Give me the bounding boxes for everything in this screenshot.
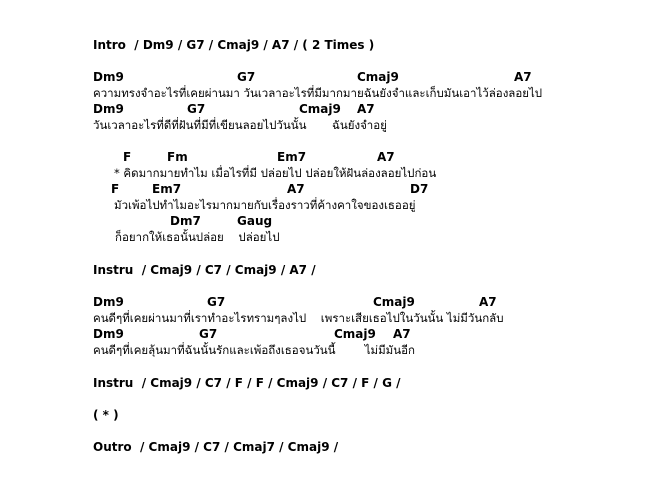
chord: G7	[187, 102, 206, 116]
chord: A7	[287, 182, 305, 196]
verse2-lyric-2: คนดีๆที่เคยลุ้นมาที่ฉันนั้นรักและเพ้อถึง…	[93, 343, 415, 357]
chord: A7	[479, 295, 497, 309]
outro-line: Outro / Cmaj9 / C7 / Cmaj7 / Cmaj9 /	[93, 440, 339, 454]
chord: Dm9	[93, 327, 124, 341]
chord: Dm9	[93, 102, 124, 116]
verse1-chords-2: Dm9 G7 Cmaj9 A7	[0, 102, 670, 116]
chorus-lyric-3: ก็อยากให้เธอนั้นปล่อย ปล่อยไป	[115, 230, 280, 244]
chord: Em7	[152, 182, 182, 196]
chord: A7	[357, 102, 375, 116]
chord: A7	[377, 150, 395, 164]
verse1-lyric-1: ความทรงจำอะไรที่เคยผ่านมา วันเวลาอะไรที่…	[93, 86, 543, 100]
chord: F	[111, 182, 120, 196]
chorus-chords-3: Dm7 Gaug	[0, 214, 670, 228]
chord: F	[123, 150, 132, 164]
chord: G7	[199, 327, 218, 341]
chorus-chords-2: F Em7 A7 D7	[0, 182, 670, 196]
chord: Gaug	[237, 214, 273, 228]
chord: Dm9	[93, 70, 124, 84]
chord: Fm	[167, 150, 188, 164]
chord: Cmaj9	[357, 70, 399, 84]
chord: Cmaj9	[334, 327, 376, 341]
chord: Dm7	[170, 214, 201, 228]
chord: Dm9	[93, 295, 124, 309]
chord: G7	[237, 70, 256, 84]
chord: Cmaj9	[299, 102, 341, 116]
instru-line-2: Instru / Cmaj9 / C7 / F / F / Cmaj9 / C7…	[93, 376, 401, 390]
chorus-lyric-2: มัวเพ้อไปทำไมอะไรมากมายกับเรื่องราวที่ค้…	[114, 198, 416, 212]
chord: Em7	[277, 150, 307, 164]
chord: G7	[207, 295, 226, 309]
verse1-chords-1: Dm9 G7 Cmaj9 A7	[0, 70, 670, 84]
repeat-marker: ( * )	[93, 408, 119, 422]
intro-line: Intro / Dm9 / G7 / Cmaj9 / A7 / ( 2 Time…	[93, 38, 375, 52]
verse2-chords-2: Dm9 G7 Cmaj9 A7	[0, 327, 670, 341]
chord: A7	[393, 327, 411, 341]
chorus-lyric-1: * คิดมากมายทำไม เมื่อไรที่มี ปล่อยไป ปล่…	[114, 166, 437, 180]
chord: Cmaj9	[373, 295, 415, 309]
chorus-chords-1: F Fm Em7 A7	[0, 150, 670, 164]
verse2-chords-1: Dm9 G7 Cmaj9 A7	[0, 295, 670, 309]
verse1-lyric-2: วันเวลาอะไรที่ดีที่ฝันที่มีที่เขียนลอยไป…	[93, 118, 387, 132]
chord: D7	[410, 182, 429, 196]
verse2-lyric-1: คนดีๆที่เคยผ่านมาที่เราทำอะไรทรามๆลงไป เ…	[93, 311, 504, 325]
instru-line-1: Instru / Cmaj9 / C7 / Cmaj9 / A7 /	[93, 263, 316, 277]
chord: A7	[514, 70, 532, 84]
